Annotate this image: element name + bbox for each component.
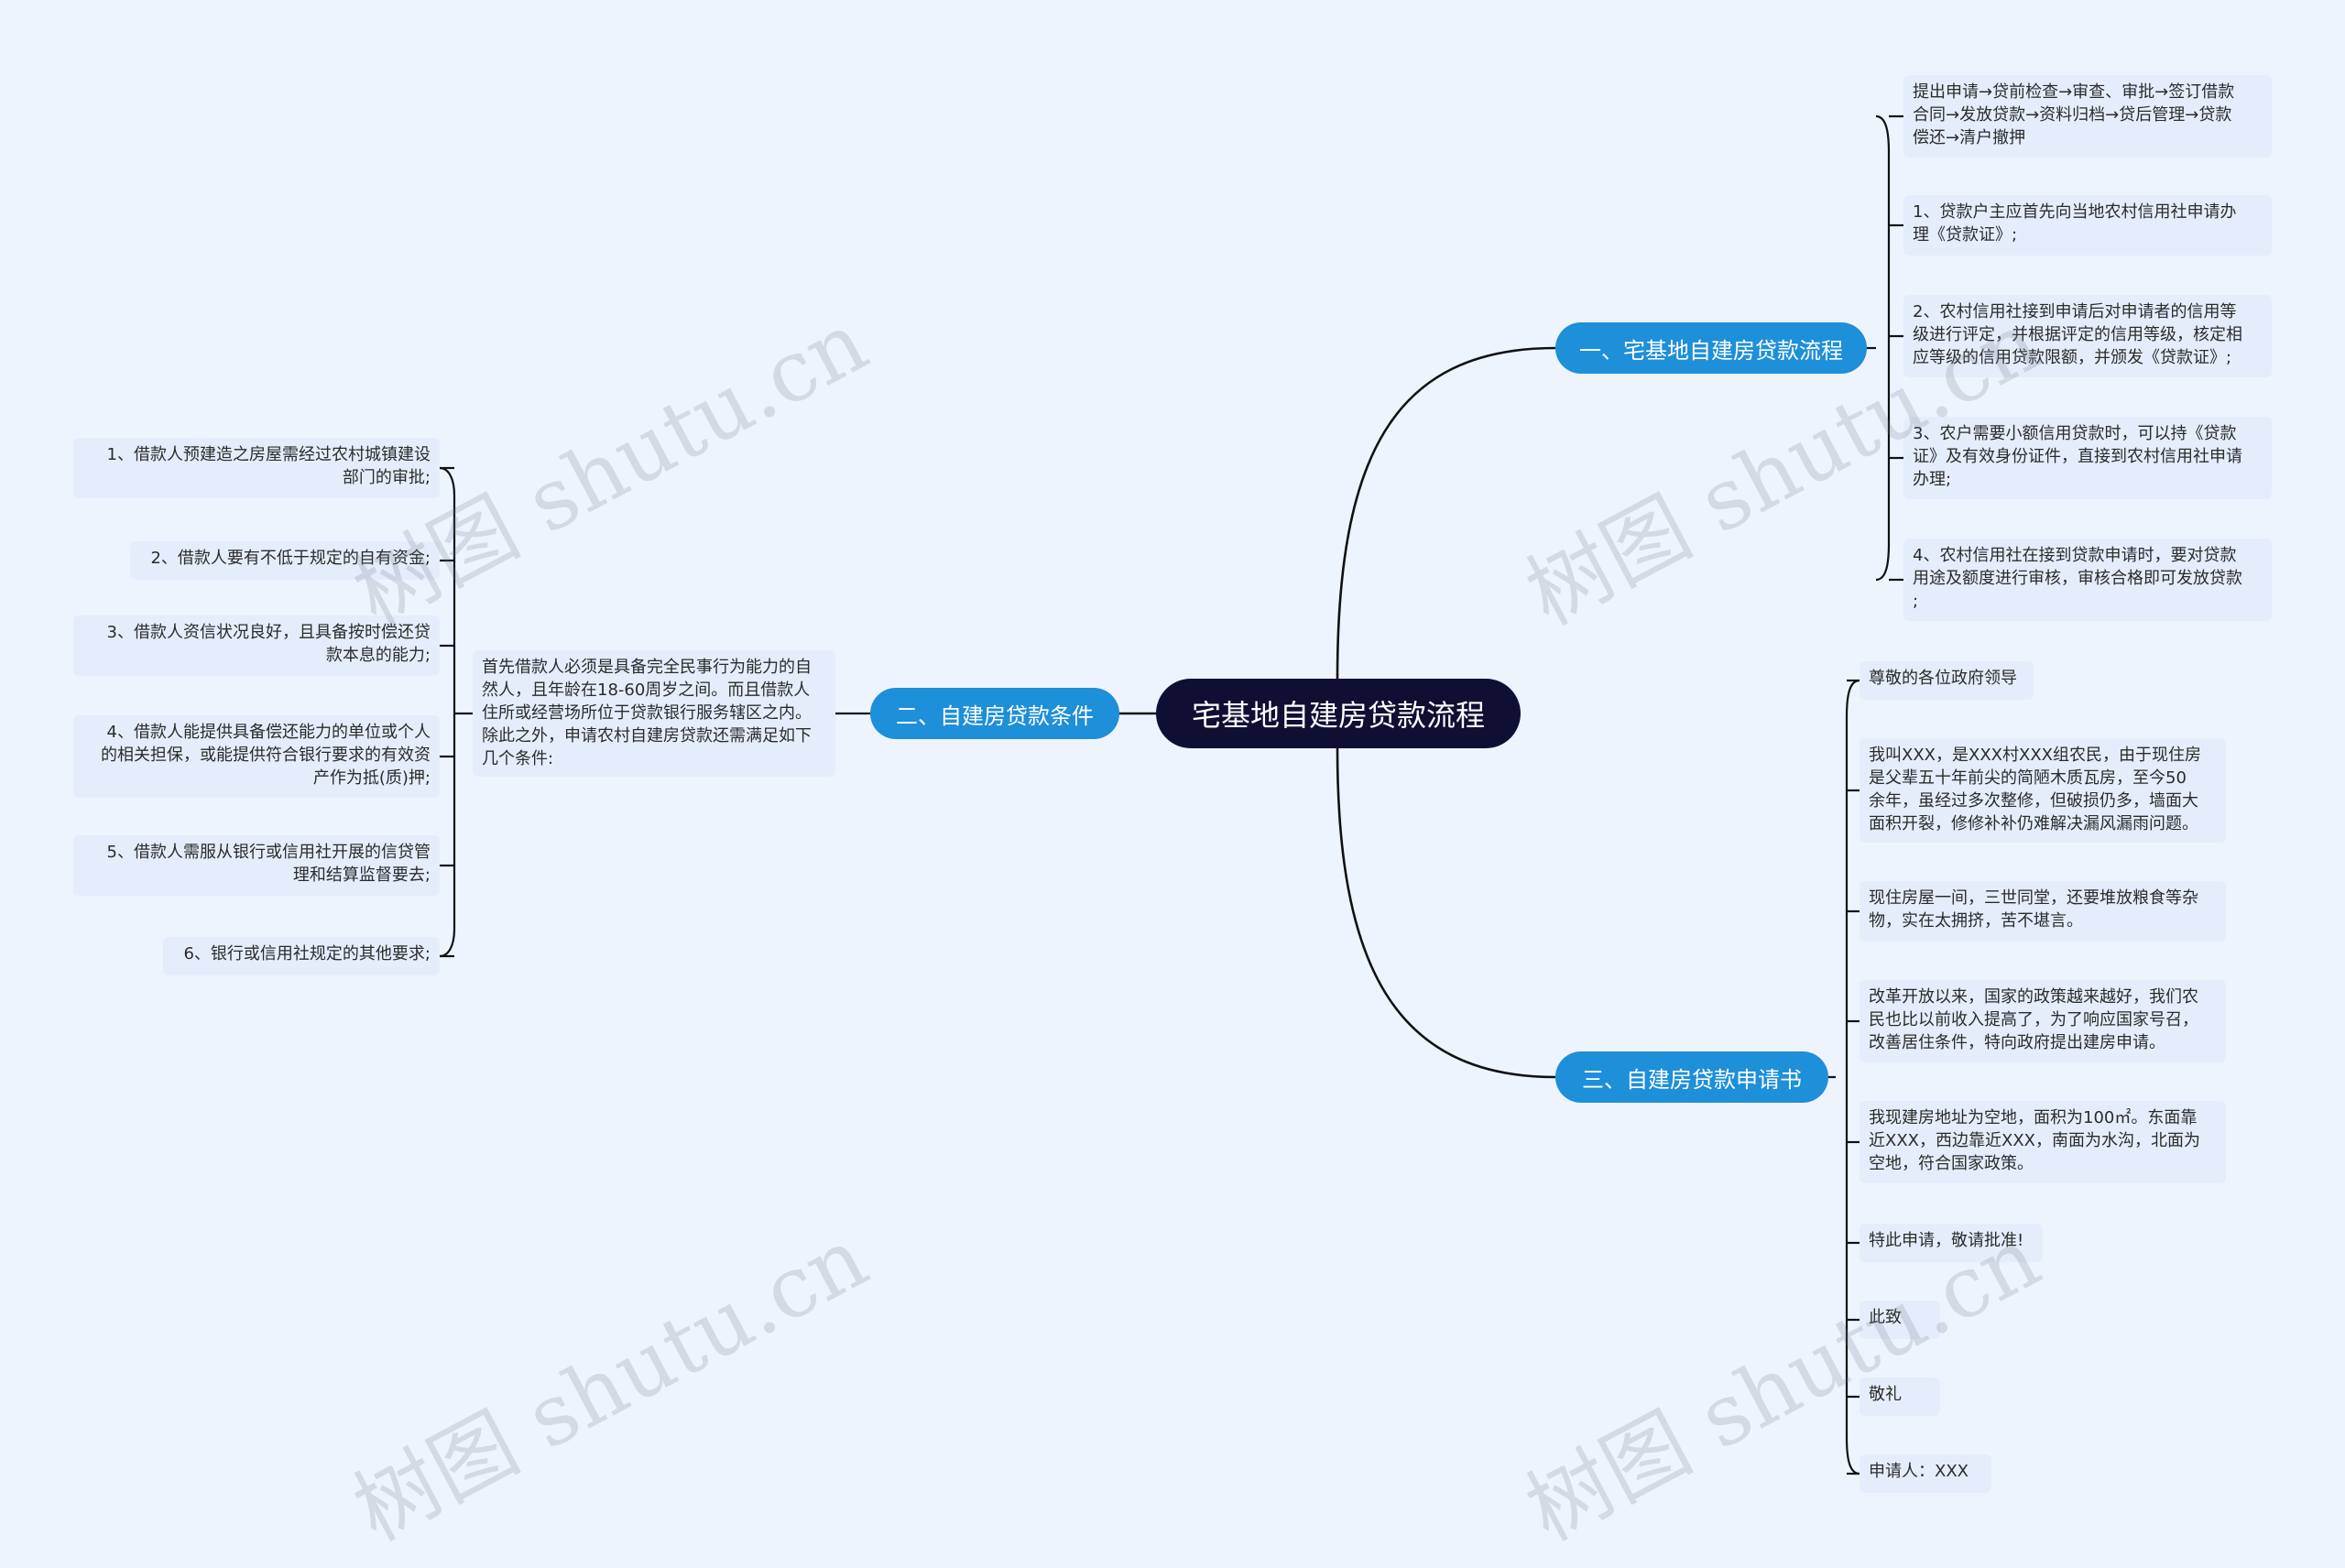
application-item-3-line-2: 物，实在太拥挤，苦不堪言。 (1869, 911, 2083, 931)
application-item-3: 现住房屋一间，三世同堂，还要堆放粮食等杂物，实在太拥挤，苦不堪言。 (1860, 881, 2226, 942)
condition-item-4-line-1: 4、借款人能提供具备偿还能力的单位或个人 (106, 723, 431, 742)
link-b1-bracket (1875, 114, 1891, 582)
condition-item-3: 3、借款人资信状况良好，且具备按时偿还贷款本息的能力; (73, 615, 440, 676)
process-step-3-line-3: 应等级的信用贷款限额，并颁发《贷款证》; (1913, 348, 2232, 367)
conditions-intro: 首先借款人必须是具备完全民事行为能力的自然人，且年龄在18-60周岁之间。而且借… (473, 650, 835, 777)
condition-item-5-line-2: 理和结算监督要去; (292, 866, 431, 885)
process-step-4-line-1: 3、农户需要小额信用贷款时，可以持《贷款 (1913, 424, 2237, 443)
condition-item-5: 5、借款人需服从银行或信用社开展的信贷管理和结算监督要去; (73, 835, 440, 896)
condition-item-6: 6、银行或信用社规定的其他要求; (163, 937, 440, 975)
application-item-5-line-3: 空地，符合国家政策。 (1869, 1154, 2034, 1173)
application-item-9-line-1: 申请人：XXX (1869, 1462, 1969, 1481)
application-item-8-line-1: 敬礼 (1869, 1385, 1902, 1404)
root-topic[interactable]: 宅基地自建房贷款流程 (1156, 679, 1521, 748)
process-step-2-line-2: 理《贷款证》; (1913, 225, 2018, 245)
application-item-4: 改革开放以来，国家的政策越来越好，我们农民也比以前收入提高了，为了响应国家号召，… (1860, 980, 2226, 1062)
application-item-2-line-2: 是父辈五十年前尖的简陋木质瓦房，至今50 (1869, 768, 2187, 788)
application-item-2-line-4: 面积开裂，修修补补仍难解决漏风漏雨问题。 (1869, 814, 2198, 833)
conditions-intro-line-5: 几个条件: (482, 749, 554, 768)
application-item-8: 敬礼 (1860, 1377, 1940, 1416)
application-item-1-line-1: 尊敬的各位政府领导 (1869, 669, 2017, 688)
application-item-5-line-1: 我现建房地址为空地，面积为100㎡。东面靠 (1869, 1108, 2198, 1127)
process-step-3: 2、农村信用社接到申请后对申请者的信用等级进行评定，并根据评定的信用等级，核定相… (1903, 295, 2272, 377)
condition-item-1-line-1: 1、借款人预建造之房屋需经过农村城镇建设 (106, 445, 431, 464)
condition-item-2-line-1: 2、借款人要有不低于规定的自有资金; (150, 549, 431, 568)
process-step-2-line-1: 1、贷款户主应首先向当地农村信用社申请办 (1913, 202, 2237, 222)
condition-item-4-line-2: 的相关担保，或能提供符合银行要求的有效资 (101, 746, 431, 765)
application-item-6: 特此申请，敬请批准! (1860, 1224, 2043, 1262)
condition-item-6-line-1: 6、银行或信用社规定的其他要求; (183, 944, 431, 964)
process-step-5-line-1: 4、农村信用社在接到贷款申请时，要对贷款 (1913, 546, 2237, 565)
application-item-7-line-1: 此致 (1869, 1308, 1902, 1327)
link-b3-bracket (1845, 679, 1860, 1475)
conditions-intro-line-1: 首先借款人必须是具备完全民事行为能力的自 (482, 658, 812, 677)
application-item-6-line-1: 特此申请，敬请批准! (1869, 1231, 2024, 1250)
process-step-2: 1、贷款户主应首先向当地农村信用社申请办理《贷款证》; (1903, 195, 2272, 256)
condition-item-4: 4、借款人能提供具备偿还能力的单位或个人的相关担保，或能提供符合银行要求的有效资… (73, 715, 440, 798)
link-root-b1 (1336, 346, 1556, 680)
conditions-intro-line-4: 除此之外，申请农村自建房贷款还需满足如下 (482, 726, 812, 746)
application-item-4-line-3: 改善居住条件，特向政府提出建房申请。 (1869, 1033, 2165, 1052)
application-item-4-line-2: 民也比以前收入提高了，为了响应国家号召， (1869, 1010, 2198, 1029)
process-step-5-line-3: ; (1913, 592, 1919, 611)
condition-item-5-line-1: 5、借款人需服从银行或信用社开展的信贷管 (106, 843, 431, 862)
process-step-1-line-2: 合同→发放贷款→资料归档→贷后管理→贷款 (1913, 105, 2232, 125)
condition-item-2: 2、借款人要有不低于规定的自有资金; (130, 541, 440, 580)
process-step-1-line-3: 偿还→清户撤押 (1913, 128, 2026, 147)
application-item-5: 我现建房地址为空地，面积为100㎡。东面靠近XXX，西边靠近XXX，南面为水沟，… (1860, 1101, 2226, 1183)
application-item-2: 我叫XXX，是XXX村XXX组农民，由于现住房是父辈五十年前尖的简陋木质瓦房，至… (1860, 738, 2226, 843)
conditions-intro-line-3: 住所或经营场所位于贷款银行服务辖区之内。 (482, 703, 812, 723)
branch-loan-application[interactable]: 三、自建房贷款申请书 (1555, 1051, 1828, 1103)
process-step-4: 3、农户需要小额信用贷款时，可以持《贷款证》及有效身份证件，直接到农村信用社申请… (1903, 417, 2272, 499)
application-item-9: 申请人：XXX (1860, 1454, 1991, 1493)
application-item-2-line-3: 余年，虽经过多次整修，但破损仍多，墙面大 (1869, 791, 2198, 811)
application-item-1: 尊敬的各位政府领导 (1860, 661, 2034, 700)
process-step-1: 提出申请→贷前检查→审查、审批→签订借款合同→发放贷款→资料归档→贷后管理→贷款… (1903, 75, 2272, 158)
application-item-2-line-1: 我叫XXX，是XXX村XXX组农民，由于现住房 (1869, 746, 2201, 765)
condition-item-4-line-3: 产作为抵(质)押; (312, 768, 431, 788)
condition-item-1-line-2: 部门的审批; (342, 468, 431, 487)
process-step-5-line-2: 用途及额度进行审核，审核合格即可发放贷款 (1913, 569, 2242, 588)
condition-item-1: 1、借款人预建造之房屋需经过农村城镇建设部门的审批; (73, 438, 440, 498)
process-step-4-line-2: 证》及有效身份证件，直接到农村信用社申请 (1913, 447, 2242, 466)
application-item-3-line-1: 现住房屋一间，三世同堂，还要堆放粮食等杂 (1869, 888, 2198, 908)
link-root-b3 (1336, 747, 1556, 1079)
process-step-1-line-1: 提出申请→贷前检查→审查、审批→签订借款 (1913, 82, 2235, 102)
conditions-intro-line-2: 然人，且年龄在18-60周岁之间。而且借款人 (482, 681, 811, 700)
branch-loan-process[interactable]: 一、宅基地自建房贷款流程 (1555, 322, 1867, 374)
link-b2-bracket (439, 466, 456, 958)
application-item-5-line-2: 近XXX，西边靠近XXX，南面为水沟，北面为 (1869, 1131, 2200, 1150)
process-step-3-line-1: 2、农村信用社接到申请后对申请者的信用等 (1913, 302, 2237, 321)
condition-item-3-line-2: 款本息的能力; (325, 646, 431, 665)
application-item-7: 此致 (1860, 1301, 1940, 1339)
branch-loan-conditions[interactable]: 二、自建房贷款条件 (870, 688, 1119, 739)
process-step-5: 4、农村信用社在接到贷款申请时，要对贷款用途及额度进行审核，审核合格即可发放贷款… (1903, 539, 2272, 621)
process-step-3-line-2: 级进行评定，并根据评定的信用等级，核定相 (1913, 325, 2242, 344)
application-item-4-line-1: 改革开放以来，国家的政策越来越好，我们农 (1869, 987, 2198, 1007)
condition-item-3-line-1: 3、借款人资信状况良好，且具备按时偿还贷 (106, 623, 431, 642)
process-step-4-line-3: 办理; (1913, 470, 1952, 489)
